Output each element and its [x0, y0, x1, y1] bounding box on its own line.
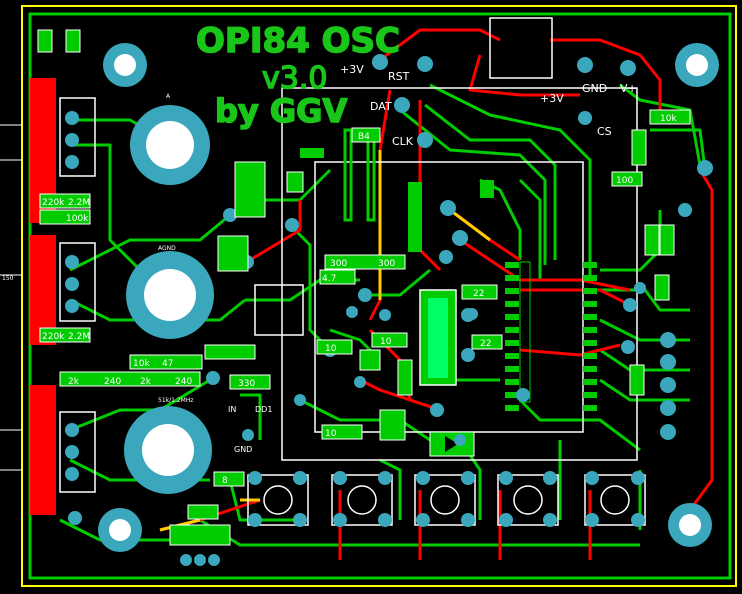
smd-components [37, 29, 691, 546]
component-values: 220k 2.2M 100k 220k 2.2M 10k 47 240 2k 2… [2, 114, 677, 486]
board-title-line1: OPI84 OSC [196, 21, 400, 61]
label-cs: CS [597, 125, 612, 138]
value-r-22b: 22 [480, 339, 491, 349]
value-r-left4: 220k [42, 332, 65, 342]
value-r-4-7: 4.7 [322, 274, 336, 284]
diode [429, 431, 475, 457]
value-r-row5: 240 [104, 377, 121, 387]
board-title: OPI84 OSC v3.0 by GGV [195, 20, 400, 131]
left-connector-pins [65, 111, 79, 481]
label-rst: RST [388, 70, 410, 83]
value-r-left1: 220k [42, 198, 65, 208]
value-r-row6: 2k [68, 377, 80, 387]
tact-switches [263, 485, 630, 515]
label-a: A [166, 93, 171, 100]
label-gnd-bottom: GND [234, 445, 252, 454]
label-plus3v-right: +3V [540, 92, 564, 105]
value-r-left5: 2.2M [68, 332, 90, 342]
value-r-mid2: 300 [378, 259, 395, 269]
value-r-330: 330 [238, 379, 255, 389]
board-title-line2: v3.0 [262, 61, 327, 96]
value-r-10: 10 [325, 429, 337, 439]
board-title-line3: by GGV [215, 92, 347, 130]
mounting-holes [98, 43, 719, 552]
value-r-row3: 240 [175, 377, 192, 387]
crystal [419, 289, 457, 386]
value-r-row1: 10k [133, 359, 150, 369]
label-agnd: AGND [158, 245, 176, 252]
label-in: IN [228, 405, 236, 414]
edge-connector-pads [0, 78, 56, 515]
switch-pads [180, 471, 645, 566]
value-r-row4: 2k [140, 377, 152, 387]
value-r-mid3: 10 [325, 344, 337, 354]
value-r-22a: 22 [473, 289, 484, 299]
label-plus3v-top: +3V [340, 63, 364, 76]
board-outline [21, 5, 737, 587]
mcu-footprint [343, 128, 597, 411]
value-r-10k: 10k [660, 114, 677, 124]
value-c100: 100 [616, 176, 633, 186]
value-r-150: 150 [2, 275, 14, 282]
label-dat: DAT [370, 100, 392, 113]
right-header-pins [660, 332, 676, 440]
value-r-left2: 2.2M [68, 198, 90, 208]
value-r-row2: 47 [162, 359, 173, 369]
label-frequency: 51k/1.2MHz [158, 397, 194, 404]
label-gnd: GND [582, 82, 607, 95]
label-vplus: V+ [620, 82, 637, 95]
potentiometer-pads [124, 105, 214, 494]
label-dd1: DD1 [255, 405, 272, 414]
value-r-mid1: 300 [330, 259, 347, 269]
value-b4: B4 [358, 132, 370, 142]
label-clk: CLK [392, 135, 414, 148]
value-c-mid: 10 [380, 337, 392, 347]
value-r-left3: 100k [66, 214, 89, 224]
value-r-8: 8 [222, 476, 228, 486]
signal-labels: +3V RST DAT CLK +3V GND V+ CS GND DD1 IN… [158, 63, 637, 454]
dip-footprint [300, 148, 494, 252]
